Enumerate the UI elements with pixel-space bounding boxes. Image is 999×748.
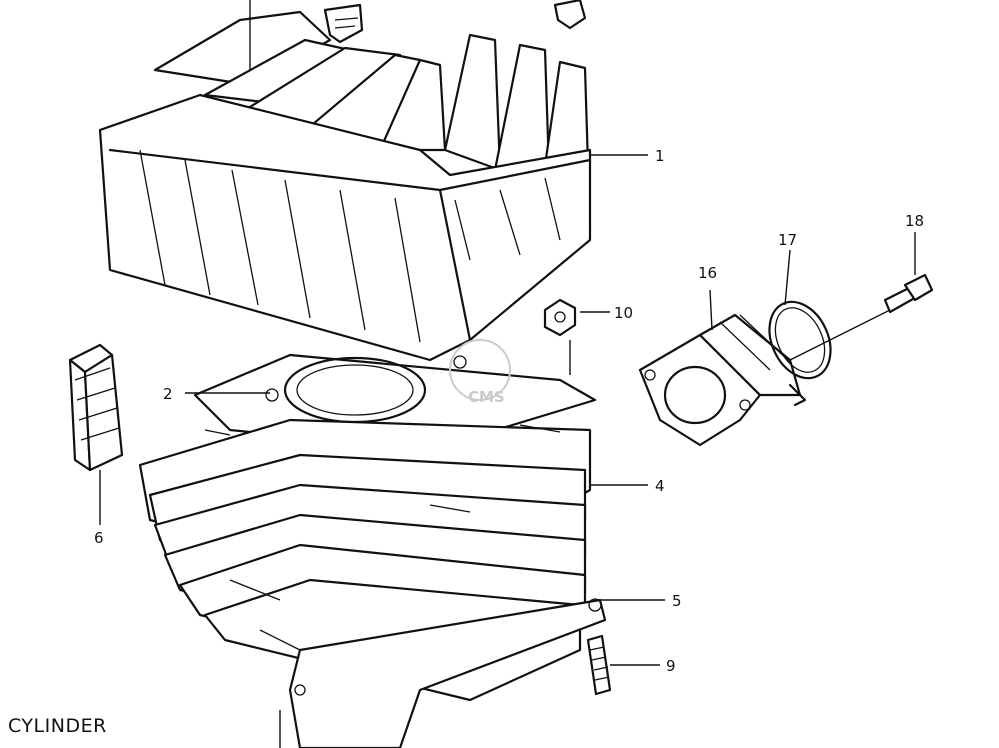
label-16: 16 — [698, 264, 717, 282]
label-2: 2 — [163, 385, 173, 403]
label-9: 9 — [666, 657, 676, 675]
watermark-text: CMS — [468, 388, 505, 406]
screw — [883, 273, 934, 314]
watermark-logo: CMS — [449, 339, 511, 406]
base-gasket — [288, 598, 607, 748]
label-18: 18 — [905, 212, 924, 230]
intake-pipe — [638, 313, 802, 447]
cylinder-head — [98, 3, 592, 362]
label-10: 10 — [614, 304, 633, 322]
plug-cap — [553, 0, 587, 30]
leader-lines — [99, 0, 916, 748]
label-17: 17 — [778, 231, 797, 249]
nut — [543, 298, 577, 337]
hose-clamp — [768, 300, 832, 407]
callout-labels: 1 2 4 5 6 9 10 16 17 18 — [94, 147, 924, 675]
dowel-pins — [68, 343, 124, 472]
label-4: 4 — [655, 477, 665, 495]
label-5: 5 — [672, 592, 682, 610]
diagram-title: CYLINDER — [8, 715, 107, 737]
label-6: 6 — [94, 529, 104, 547]
label-1: 1 — [655, 147, 665, 165]
stud-bolt — [586, 634, 612, 696]
